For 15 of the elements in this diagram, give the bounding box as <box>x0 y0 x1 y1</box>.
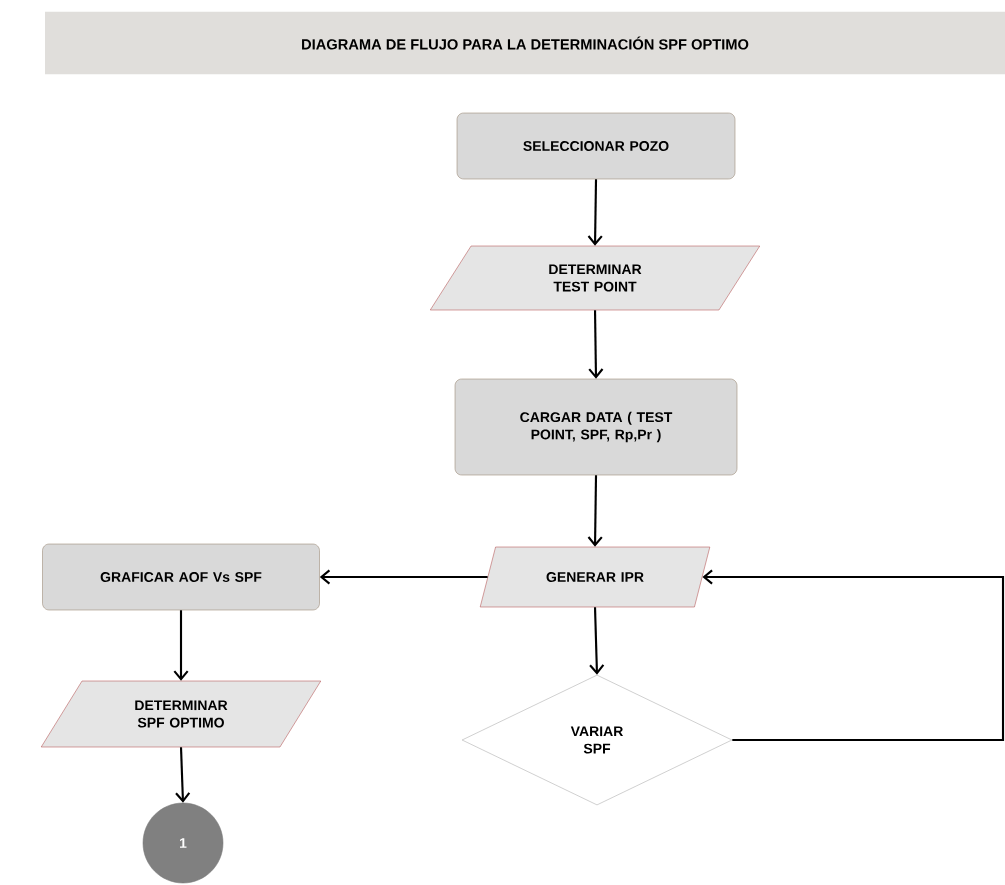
data-parallelogram: DETERMINAR SPF OPTIMO <box>40 680 322 748</box>
arrow <box>587 475 603 547</box>
arrow <box>588 310 604 379</box>
arrow <box>173 610 189 681</box>
arrow <box>319 569 488 585</box>
process-box: SELECCIONAR POZO <box>456 112 736 180</box>
process-box: CARGAR DATA ( TEST POINT, SPF, Rp,Pr ) <box>454 378 738 476</box>
data-parallelogram: GENERAR IPR <box>479 546 711 608</box>
process-box: GRAFICAR AOF Vs SPF <box>42 543 320 611</box>
arrow <box>175 747 191 803</box>
arrow <box>589 607 605 675</box>
arrow <box>587 179 603 246</box>
title-banner: DIAGRAMA DE FLUJO PARA LA DETERMINACIÓN SPF OPTIMO <box>45 11 1005 75</box>
data-parallelogram: DETERMINAR TEST POINT <box>430 245 761 311</box>
arrow <box>702 569 1005 742</box>
